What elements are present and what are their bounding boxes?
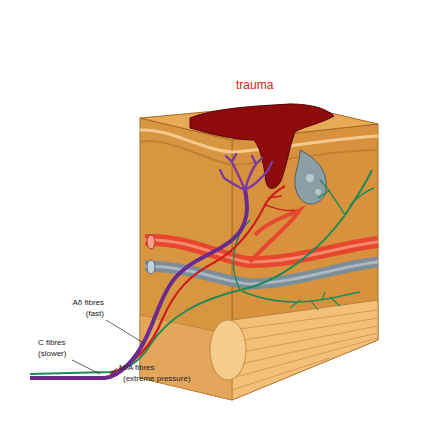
fibre-label: Aδ fibres bbox=[72, 298, 104, 308]
fibre-label: (slower) bbox=[38, 349, 66, 359]
fibre-label: (extreme pressure) bbox=[123, 374, 191, 384]
fibre-label: MIA fibres bbox=[119, 363, 155, 373]
fibre-label: C fibres bbox=[38, 338, 66, 348]
title-label: trauma bbox=[236, 78, 273, 92]
fibre-label: (fast) bbox=[86, 309, 104, 319]
